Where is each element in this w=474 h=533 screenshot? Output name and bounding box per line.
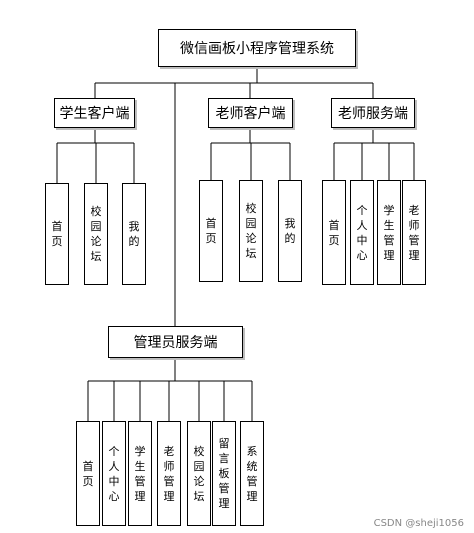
admin-service-leaf: 留言板管理 [212,421,236,526]
group-admin-service: 管理员服务端 [108,326,243,358]
admin-service-leaf-label: 系统管理 [246,444,258,503]
group-teacher-client-label: 老师客户端 [215,106,286,122]
group-admin-service-label: 管理员服务端 [133,335,218,351]
root-node: 微信画板小程序管理系统 [158,29,356,67]
student-client-leaf-label: 校园论坛 [90,205,102,263]
teacher-client-leaf-label: 校园论坛 [245,202,257,260]
teacher-client-leaf-label: 我的 [284,217,296,245]
teacher-client-leaf-label: 首页 [205,217,217,245]
student-client-leaf-label: 首页 [51,220,63,248]
student-client-leaf-label: 我的 [128,220,140,248]
group-teacher-client: 老师客户端 [208,98,293,128]
teacher-service-leaf-label: 学生管理 [383,203,395,262]
admin-service-leaf-label: 老师管理 [163,444,175,503]
admin-service-leaf: 系统管理 [240,421,264,526]
teacher-client-leaf: 首页 [199,180,223,282]
admin-service-leaf: 首页 [76,421,100,526]
admin-service-leaf: 学生管理 [128,421,152,526]
admin-service-leaf: 个人中心 [102,421,126,526]
teacher-service-leaf: 个人中心 [350,180,374,285]
admin-service-leaf-label: 留言板管理 [218,437,230,510]
student-client-leaf: 我的 [122,183,146,285]
student-client-leaf: 首页 [45,183,69,285]
admin-service-leaf-label: 校园论坛 [193,444,205,503]
student-client-leaf: 校园论坛 [84,183,108,285]
teacher-service-leaf-label: 个人中心 [356,203,368,262]
group-student-client-label: 学生客户端 [59,106,130,122]
admin-service-leaf-label: 个人中心 [108,444,120,503]
group-teacher-service-label: 老师服务端 [338,106,408,122]
group-student-client: 学生客户端 [54,98,135,128]
root-label: 微信画板小程序管理系统 [180,41,334,57]
admin-service-leaf-label: 学生管理 [134,444,146,503]
teacher-service-leaf: 老师管理 [402,180,426,285]
teacher-service-leaf-label: 首页 [328,218,340,247]
teacher-service-leaf-label: 老师管理 [408,203,420,262]
admin-service-leaf: 校园论坛 [187,421,211,526]
teacher-service-leaf: 学生管理 [377,180,401,285]
teacher-service-leaf: 首页 [322,180,346,285]
watermark: CSDN @sheji1056 [373,518,464,529]
teacher-client-leaf: 我的 [278,180,302,282]
group-teacher-service: 老师服务端 [331,98,415,128]
admin-service-leaf: 老师管理 [157,421,181,526]
teacher-client-leaf: 校园论坛 [239,180,263,282]
admin-service-leaf-label: 首页 [82,459,94,488]
